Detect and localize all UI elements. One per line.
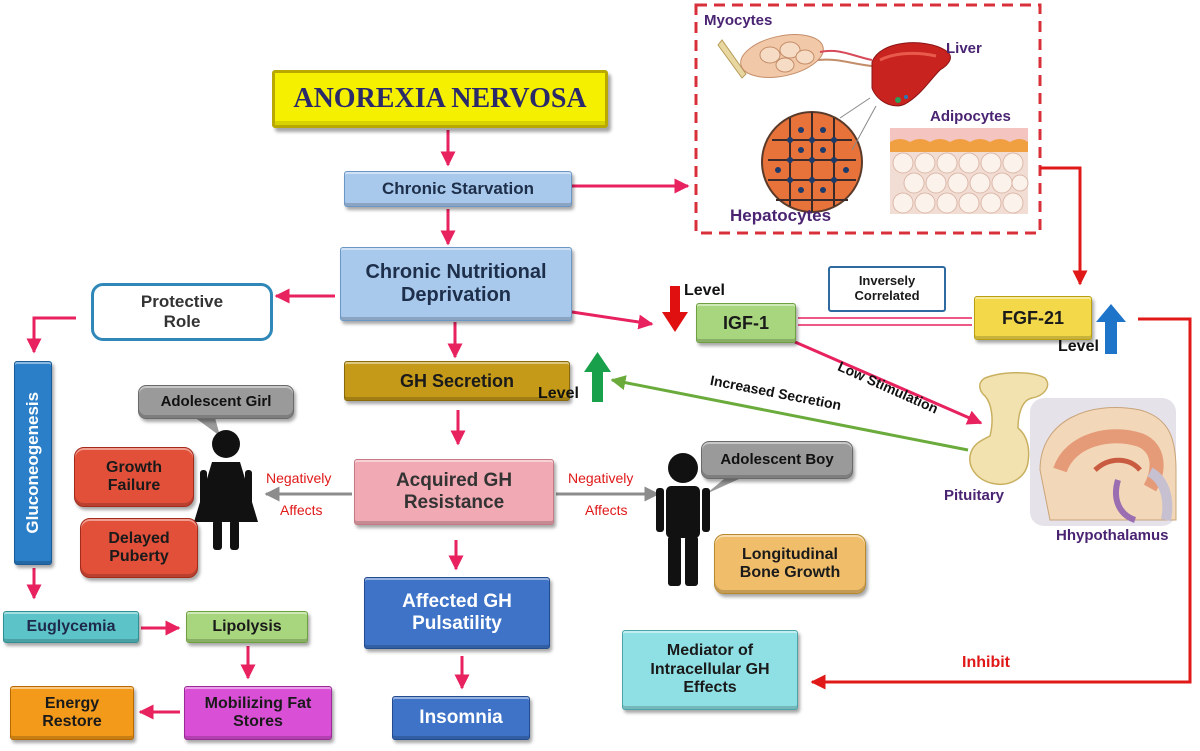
adolescent-boy-icon [656,453,710,586]
euglycemia-box: Euglycemia [3,611,139,643]
hepatocytes-illustration [761,97,877,213]
chronic-deprivation-box: Chronic Nutritional Deprivation [340,247,572,321]
gh-secretion-box: GH Secretion [344,361,570,401]
chronic-starvation-box: Chronic Starvation [344,171,572,207]
mobilizing-fat-box: Mobilizing Fat Stores [184,686,332,740]
igf1-box: IGF-1 [696,303,796,343]
pituitary-label: Pituitary [944,487,1005,504]
liver-illustration [871,42,951,107]
energy-restore-box: Energy Restore [10,686,134,740]
acquired-gh-resistance-box: Acquired GH Resistance [354,459,554,525]
negatively-affects-right-line2: Affects [585,502,628,518]
inversely-correlated-box: Inversely Correlated [828,266,946,312]
hypothalamus-label: Hhypothalamus [1056,527,1169,544]
boy-bubble-tail [706,474,750,494]
negatively-affects-left-line2: Affects [280,502,323,518]
pituitary-illustration [969,372,1049,486]
brain-illustration [1030,398,1177,526]
adolescent-boy-bubble: Adolescent Boy [701,441,853,479]
level-down-arrow-igf [662,286,688,332]
title-box: ANOREXIA NERVOSA [272,70,608,128]
adolescent-girl-bubble: Adolescent Girl [138,385,294,419]
fgf21-box: FGF-21 [974,296,1092,340]
pink-arrows [26,130,983,720]
liver-label: Liver [946,40,982,57]
negatively-affects-left-line1: Negatively [266,470,332,486]
gluconeogenesis-box: Gluconeogenesis [14,361,52,565]
growth-failure-box: Growth Failure [74,447,194,507]
myocytes-label: Myocytes [704,12,773,29]
adolescent-girl-icon [194,430,258,550]
insomnia-box: Insomnia [392,696,530,740]
level-label-igf: Level [684,282,725,299]
protective-role-box: Protective Role [91,283,273,341]
tissue-illustration-frame [694,3,1042,235]
level-up-arrow-gh [584,352,611,402]
girl-bubble-tail [190,414,220,436]
inhibit-label: Inhibit [962,654,1010,671]
level-label-fgf: Level [1058,338,1099,355]
mediator-box: Mediator of Intracellular GH Effects [622,630,798,710]
myocytes-illustration [717,34,873,79]
hepatocytes-label: Hepatocytes [730,206,832,225]
level-label-gh: Level [538,385,579,402]
inverse-correlation-link [798,317,972,326]
red-arrows [810,166,1192,690]
longitudinal-bone-growth-box: Longitudinal Bone Growth [714,534,866,594]
gluconeogenesis-label: Gluconeogenesis [23,392,43,534]
affected-gh-pulsatility-box: Affected GH Pulsatility [364,577,550,649]
increased-secretion-arrow [610,375,969,452]
adipocytes-illustration [890,128,1029,214]
lipolysis-box: Lipolysis [186,611,308,643]
delayed-puberty-box: Delayed Puberty [80,518,198,578]
adipocytes-label: Adipocytes [930,108,1011,125]
level-up-arrow-fgf [1096,304,1126,354]
negatively-affects-right-line1: Negatively [568,470,634,486]
